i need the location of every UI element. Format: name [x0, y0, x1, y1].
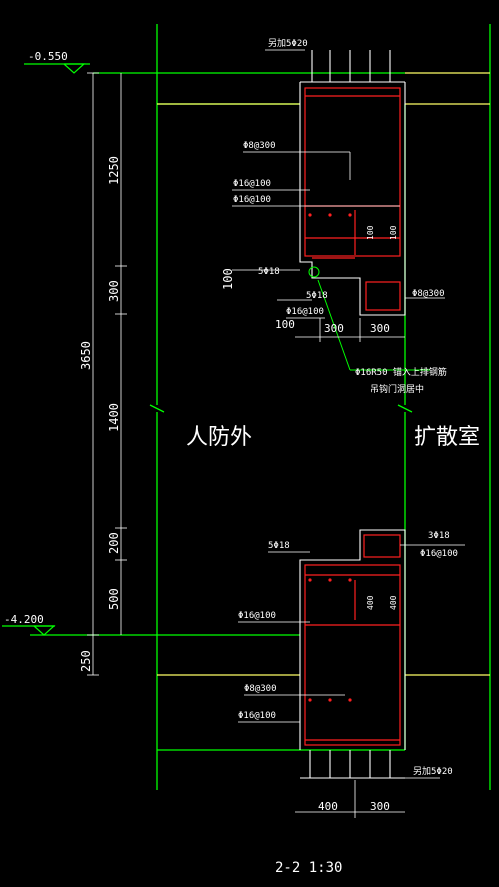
bot-phi8-label: Φ8@300 [244, 684, 277, 694]
break-mark-left [149, 404, 165, 413]
labels: -0.550 -4.200 另加5Φ20 Φ8@300 Φ16@100 Φ16@… [4, 38, 480, 876]
top-rebar [304, 87, 401, 311]
dim-3650: 3650 [79, 341, 93, 370]
bottom-beam-shape [299, 529, 406, 750]
dimension-lines [87, 72, 405, 818]
break-mark-right [397, 404, 413, 413]
dim-300: 300 [107, 280, 121, 302]
level-marker-top [63, 63, 86, 74]
level-markers [2, 63, 90, 636]
rotated-dims: 3650 1250 300 1400 200 500 250 100 [79, 156, 235, 672]
dim-100-left: 100 [221, 268, 235, 290]
top-5phi18-label: 5Φ18 [258, 267, 280, 277]
level-marker-bottom [33, 625, 56, 636]
dim-200: 200 [107, 532, 121, 554]
bot-phi16b-label: Φ16@100 [238, 711, 276, 721]
dim-bot-400: 400 [318, 800, 338, 813]
bot-phi16r-label: Φ16@100 [420, 549, 458, 559]
region-left: 人防外 [186, 425, 252, 450]
slab-lines [157, 72, 490, 676]
top-rebar-corner [365, 281, 401, 311]
top-inner-2: 100 [389, 225, 398, 240]
level-top-label: -0.550 [28, 50, 68, 63]
top-extra-label: 另加5Φ20 [268, 38, 308, 49]
top-stirrup-outer [304, 87, 401, 257]
top-phi16b-label: Φ16@100 [233, 195, 271, 205]
hook-leader [308, 266, 430, 371]
top-phi16c-label: Φ16@100 [286, 307, 324, 317]
rebar-dots [308, 213, 352, 702]
top-phi8r-label: Φ8@300 [412, 289, 445, 299]
region-right: 扩散室 [414, 425, 480, 450]
bottom-beam-outline [299, 529, 406, 779]
bot-extra-label: 另加5Φ20 [413, 766, 453, 777]
dim-top-300b: 300 [370, 322, 390, 335]
bot-rebar-corner [363, 534, 401, 558]
level-bottom-label: -4.200 [4, 613, 44, 626]
top-inner-1: 100 [366, 225, 375, 240]
dim-1250: 1250 [107, 156, 121, 185]
bot-5phi18-label: 5Φ18 [268, 541, 290, 551]
dim-500: 500 [107, 588, 121, 610]
dim-250: 250 [79, 650, 93, 672]
caption: 2-2 1:30 [275, 860, 342, 876]
bot-inner-2: 400 [389, 595, 398, 610]
leader-lines [232, 49, 465, 779]
bottom-rebar [304, 534, 401, 746]
dim-bot-300: 300 [370, 800, 390, 813]
hook-leader-line [317, 279, 351, 371]
hook-label-1: Φ16R50 锚入上排钢筋 [355, 366, 447, 378]
bot-stirrup-outer [304, 564, 401, 746]
hook-label-2: 吊钩门洞居中 [370, 383, 424, 395]
top-beam-outline [299, 50, 406, 316]
bot-3phi18-label: 3Φ18 [428, 531, 450, 541]
hook-circle [308, 266, 320, 278]
dim-1400: 1400 [107, 403, 121, 432]
top-5phi18b-label: 5Φ18 [306, 291, 328, 301]
dim-top-100: 100 [275, 318, 295, 331]
top-beam-shape [299, 82, 406, 316]
top-phi8-label: Φ8@300 [243, 141, 276, 151]
bot-inner-1: 400 [366, 595, 375, 610]
dim-top-300a: 300 [324, 322, 344, 335]
top-phi16a-label: Φ16@100 [233, 179, 271, 189]
bot-phi16a-label: Φ16@100 [238, 611, 276, 621]
